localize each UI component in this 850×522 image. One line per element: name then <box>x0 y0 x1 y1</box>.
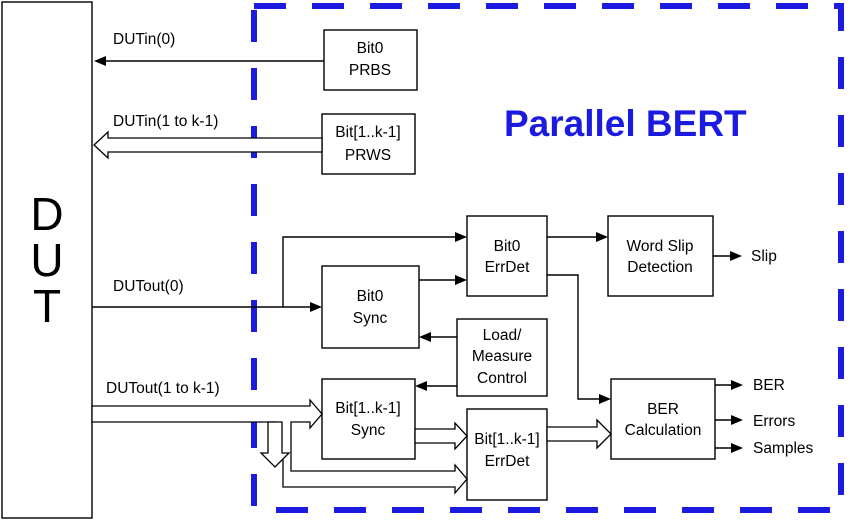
errors-output-arrow <box>715 415 743 425</box>
bitk-errdet-block: Bit[1..k-1] ErrDet <box>466 408 548 501</box>
bitk-prws-line1: Bit[1..k-1] <box>335 124 400 141</box>
ber-output-arrow <box>715 380 743 390</box>
ber-output-label: BER <box>753 377 785 394</box>
dutin-bus-label: DUTin(1 to k-1) <box>113 113 218 130</box>
bitk-prws-line2: PRWS <box>345 147 391 164</box>
bit0-prbs-line1: Bit0 <box>357 40 384 57</box>
errdet-to-wordslip-arrow <box>547 232 608 242</box>
slip-label: Slip <box>751 248 777 265</box>
errdet-to-ber-arrow <box>547 274 611 404</box>
dut-block: D U T <box>1 1 93 519</box>
dutout-bus-label: DUTout(1 to k-1) <box>106 380 220 397</box>
dutin0-label: DUTin(0) <box>113 31 175 48</box>
dut-letter-t: T <box>33 280 61 332</box>
parallel-bert-boundary <box>251 3 844 513</box>
ber-calc-line2: Calculation <box>625 422 702 439</box>
dutout0-label: DUTout(0) <box>113 278 184 295</box>
dut-letter-u: U <box>30 234 63 286</box>
bitk-prws-block: Bit[1..k-1] PRWS <box>321 113 416 175</box>
dutin-bus-arrow <box>93 130 323 160</box>
dut-letter-d: D <box>30 188 63 240</box>
bitk-errdet-line2: ErrDet <box>485 453 530 470</box>
samples-output-arrow <box>715 443 743 453</box>
bit0-errdet-line1: Bit0 <box>494 238 521 255</box>
word-slip-line2: Detection <box>627 259 692 276</box>
bitk-sync-block: Bit[1..k-1] Sync <box>321 378 416 460</box>
errors-output-label: Errors <box>753 413 795 430</box>
load-measure-line1: Load/ <box>483 327 522 344</box>
bit0-errdet-line2: ErrDet <box>485 259 530 276</box>
load-measure-control-block: Load/ Measure Control <box>456 318 548 397</box>
load-measure-line2: Measure <box>472 348 532 365</box>
bitk-sync-line2: Sync <box>351 422 386 439</box>
dutin0-arrow <box>94 56 324 66</box>
control-to-bitk-sync-arrow <box>415 381 457 391</box>
samples-output-label: Samples <box>753 440 814 457</box>
dutout0-wires <box>92 232 467 312</box>
word-slip-detection-block: Word Slip Detection <box>607 215 714 297</box>
bit0-sync-line1: Bit0 <box>357 288 384 305</box>
bit0-sync-block: Bit0 Sync <box>321 265 420 349</box>
slip-output-arrow <box>713 251 742 261</box>
ber-calc-line1: BER <box>647 401 679 418</box>
dutout-bus <box>91 398 468 495</box>
bit0-sync-to-errdet-arrow <box>419 275 467 285</box>
bit0-prbs-block: Bit0 PRBS <box>323 29 418 91</box>
word-slip-line1: Word Slip <box>627 238 694 255</box>
diagram-title: Parallel BERT <box>504 103 747 144</box>
bit0-sync-line2: Sync <box>353 310 388 327</box>
bitk-sync-to-errdet-bus <box>414 421 468 451</box>
bitk-errdet-to-ber-bus <box>546 418 612 450</box>
bit0-errdet-block: Bit0 ErrDet <box>466 215 548 297</box>
ber-calculation-block: BER Calculation <box>610 378 716 460</box>
bit0-prbs-line2: PRBS <box>349 62 391 79</box>
load-measure-line3: Control <box>477 370 527 387</box>
control-to-bit0-sync-arrow <box>419 332 457 342</box>
bitk-errdet-line1: Bit[1..k-1] <box>474 431 539 448</box>
bitk-sync-line1: Bit[1..k-1] <box>335 400 400 417</box>
